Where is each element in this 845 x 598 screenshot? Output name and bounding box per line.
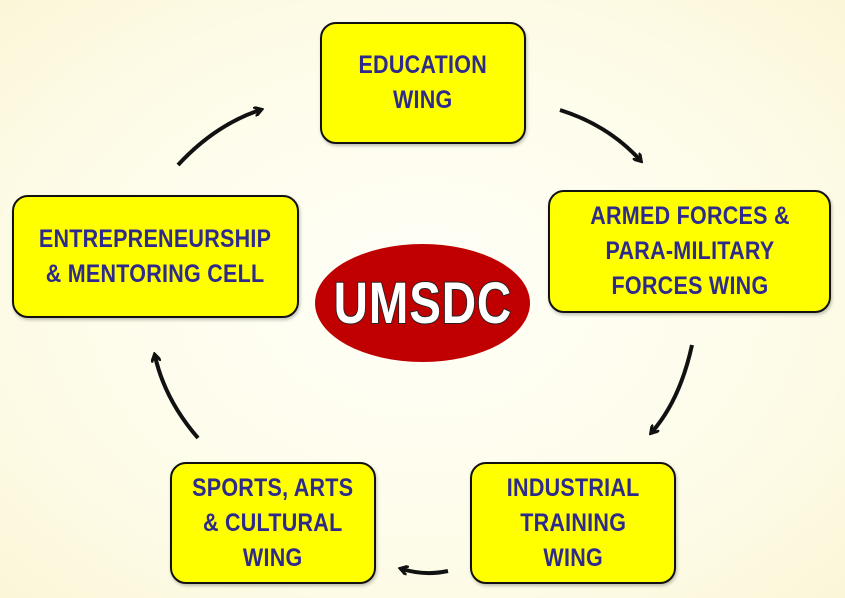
arrow-sports-to-entrepreneurship <box>155 356 200 440</box>
node-label: INDUSTRIAL TRAINING WING <box>506 473 640 572</box>
arrow-entrepreneurship-to-education <box>176 110 260 167</box>
arrow-armed-to-industrial <box>652 344 694 432</box>
node-education-wing: EDUCATION WING <box>320 22 526 144</box>
node-sports-arts-cultural-wing: SPORTS, ARTS & CULTURAL WING <box>170 462 376 584</box>
center-ellipse: UMSDC <box>315 244 530 362</box>
center-label: UMSDC <box>332 270 512 337</box>
node-label: EDUCATION WING <box>358 51 488 114</box>
node-industrial-training-wing: INDUSTRIAL TRAINING WING <box>470 462 676 584</box>
node-label: ENTREPRENEURSHIP & MENTORING CELL <box>39 224 272 288</box>
arrow-industrial-to-sports <box>402 569 449 573</box>
arrow-education-to-armed <box>559 108 640 160</box>
node-label: ARMED FORCES & PARA-MILITARY FORCES WING <box>589 202 790 300</box>
node-armed-forces-wing: ARMED FORCES & PARA-MILITARY FORCES WING <box>548 190 831 313</box>
node-entrepreneurship-cell: ENTREPRENEURSHIP & MENTORING CELL <box>12 195 299 318</box>
node-label: SPORTS, ARTS & CULTURAL WING <box>192 473 354 572</box>
